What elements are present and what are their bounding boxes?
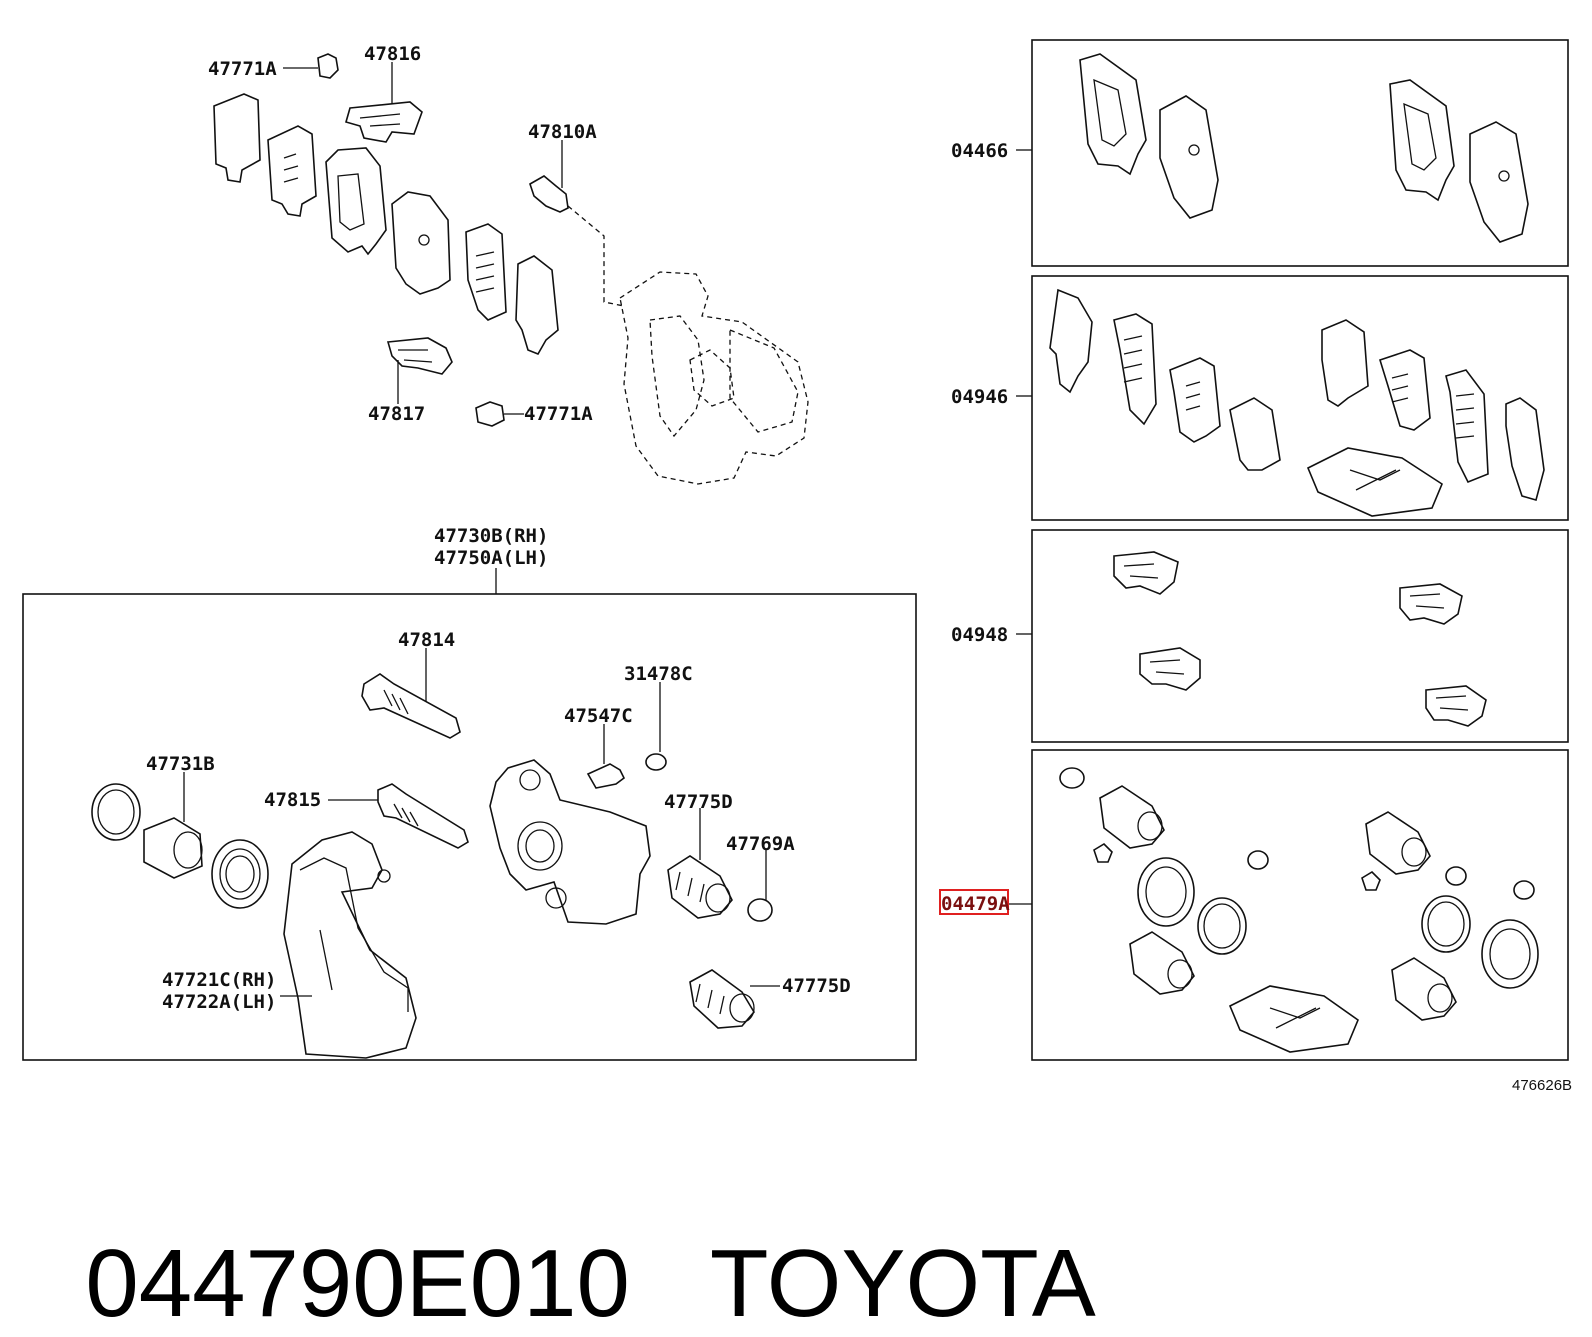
- brake-pad-outer: [325, 147, 387, 256]
- label-47817: 47817: [368, 403, 425, 425]
- piston-seal-47731b: [91, 783, 141, 841]
- cap-31478c: [645, 753, 667, 771]
- kit-04466-pads: [1079, 53, 1529, 243]
- label-47771a-top: 47771A: [208, 58, 277, 80]
- caliper-assembly-box: [22, 593, 917, 1061]
- shim-outer-1: [213, 93, 261, 183]
- label-04466: 04466: [951, 140, 1008, 162]
- brand-name: TOYOTA: [709, 1230, 1096, 1337]
- bolt-47810a: [529, 175, 569, 213]
- plug-47769a: [747, 898, 773, 922]
- highlight-04479a: [939, 889, 1009, 915]
- label-47814: 47814: [398, 629, 455, 651]
- kit-box-04466: [1031, 39, 1569, 267]
- kit-box-04946: [1031, 275, 1569, 521]
- label-47815: 47815: [264, 789, 321, 811]
- grease-packet-1: [1306, 447, 1443, 517]
- top-pads-group: [213, 53, 625, 427]
- caliper-mount-bracket: [283, 831, 417, 1059]
- caliper-body: [489, 759, 651, 925]
- label-47721c-rh: 47721C(RH): [162, 969, 276, 991]
- clip-47771a-top: [317, 53, 339, 79]
- label-04946: 04946: [951, 386, 1008, 408]
- shim-inner-2: [515, 255, 559, 356]
- label-47771a-bottom: 47771A: [524, 403, 593, 425]
- clip-47817: [386, 337, 453, 375]
- kit-box-04948: [1031, 529, 1569, 743]
- label-47750a-lh: 47750A(LH): [434, 547, 548, 569]
- kit-04946-shims: [1049, 288, 1545, 517]
- label-47769a: 47769A: [726, 833, 795, 855]
- clip-47816: [345, 101, 423, 143]
- part-caption: 044790E010 TOYOTA: [32, 1140, 1096, 1337]
- brake-pad-inner: [391, 191, 451, 295]
- kit-box-04479a: [1031, 749, 1569, 1061]
- label-47547c: 47547C: [564, 705, 633, 727]
- boot-47775d-upper: [667, 855, 733, 919]
- label-47816: 47816: [364, 43, 421, 65]
- kit-04479a-parts: [1059, 767, 1539, 1053]
- part-number: 044790E010: [85, 1230, 630, 1337]
- label-04479a: 04479A: [941, 893, 1010, 915]
- shim-inner-1: [465, 223, 507, 321]
- shim-outer-2: [267, 125, 317, 217]
- label-04948: 04948: [951, 624, 1008, 646]
- label-47810a: 47810A: [528, 121, 597, 143]
- bleeder-47547c: [586, 763, 626, 789]
- label-47775d-lower: 47775D: [782, 975, 851, 997]
- slide-pin-47814: [361, 673, 461, 739]
- boot-47775d-lower: [689, 969, 755, 1029]
- piston: [143, 817, 203, 879]
- caliper-assembly-parts: [91, 648, 780, 1059]
- label-47730b-rh: 47730B(RH): [434, 525, 548, 547]
- caliper-mount-outline: [619, 271, 809, 485]
- label-47722a-lh: 47722A(LH): [162, 991, 276, 1013]
- label-47775d-upper: 47775D: [664, 791, 733, 813]
- kit-04948-clips: [1113, 551, 1487, 727]
- reference-code: 476626B: [1512, 1077, 1572, 1094]
- label-47731b: 47731B: [146, 753, 215, 775]
- clip-47771a-bottom: [475, 401, 505, 427]
- label-31478c: 31478C: [624, 663, 693, 685]
- slide-pin-47815: [377, 783, 469, 849]
